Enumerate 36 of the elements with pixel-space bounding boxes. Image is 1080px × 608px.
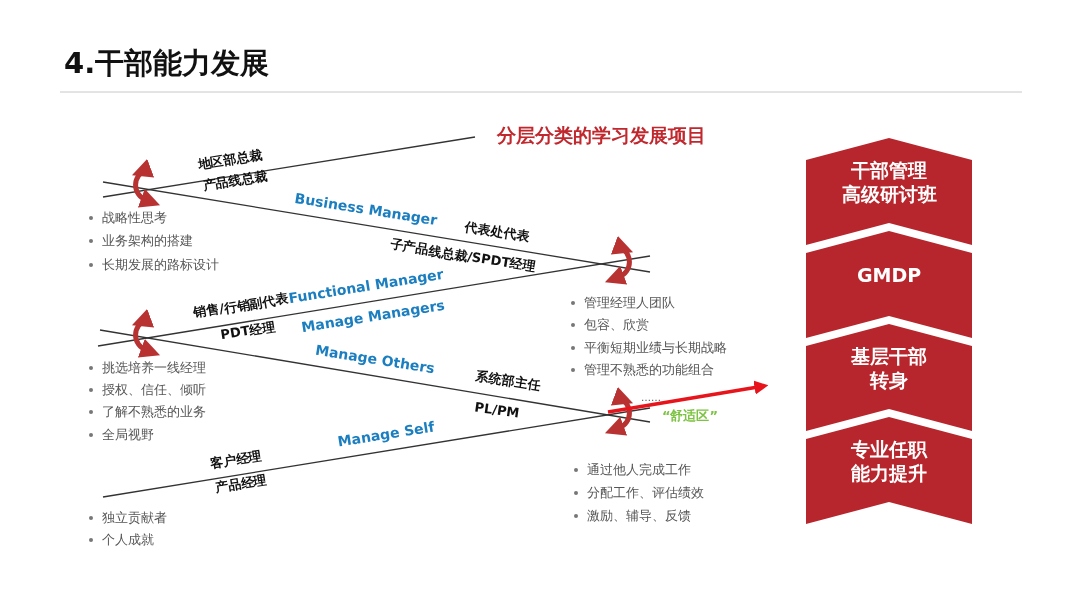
- bullet-text: 长期发展的路标设计: [102, 256, 219, 274]
- comfort-zone-label: “舒适区”: [661, 407, 719, 425]
- chevron-block: [806, 138, 972, 245]
- bullet-text: 授权、信任、倾听: [102, 381, 206, 399]
- bullet-text: 激励、辅导、反馈: [587, 507, 691, 525]
- bullet-text: 独立贡献者: [102, 509, 167, 527]
- title: 4.干部能力发展: [64, 45, 270, 82]
- bullet-text: 了解不熟悉的业务: [102, 403, 206, 421]
- bullet-text: 分配工作、评估绩效: [587, 484, 704, 502]
- bullet-text: 挑选培养一线经理: [102, 359, 206, 377]
- bullet-text: 个人成就: [102, 531, 154, 549]
- role-label: 代表处代表: [463, 218, 531, 246]
- role-label: PL/PM: [473, 399, 521, 421]
- role-label: 系统部主任: [474, 367, 542, 395]
- bullet-text: 战略性思考: [102, 209, 167, 227]
- role-label: 产品经理: [213, 471, 269, 497]
- block-label: 基层干部转身: [850, 343, 928, 392]
- chevron-block: [806, 231, 972, 338]
- stage-label: Business Manager: [293, 189, 439, 229]
- section-heading: 分层分类的学习发展项目: [496, 123, 706, 148]
- block-label: 专业任职能力提升: [850, 436, 929, 485]
- chevron-block: [806, 417, 972, 524]
- bullet-text: 全局视野: [102, 426, 154, 444]
- chevron-block: [806, 324, 972, 431]
- block-label: 干部管理高级研讨班: [840, 157, 938, 206]
- role-label: 客户经理: [208, 447, 264, 473]
- bullet-text: 管理不熟悉的功能组合: [584, 361, 714, 379]
- bullet-text: 业务架构的搭建: [102, 232, 193, 250]
- bullet-text: 通过他人完成工作: [587, 461, 691, 479]
- ellipsis-text: ……: [641, 391, 661, 403]
- bullet-text: 管理经理人团队: [584, 294, 675, 312]
- stage-label: Manage Others: [314, 341, 436, 377]
- stage-label: Manage Self: [336, 418, 436, 450]
- block-label: GMDP: [855, 262, 923, 287]
- bullet-text: 平衡短期业绩与长期战略: [584, 339, 727, 357]
- bullet-text: 包容、欣赏: [584, 316, 649, 334]
